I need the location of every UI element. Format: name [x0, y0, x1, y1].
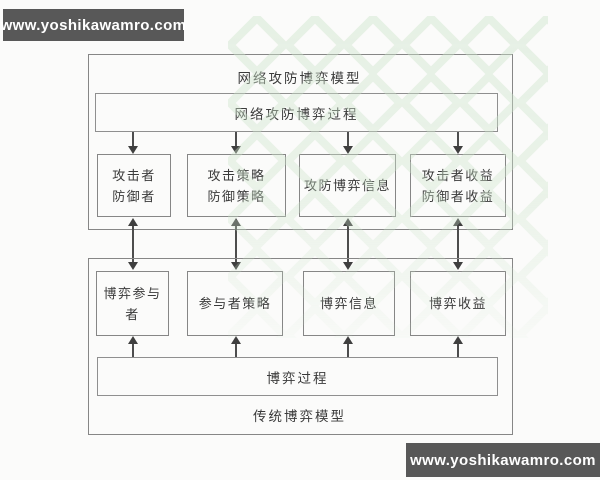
- upper-box-payoffs: 攻击者收益 防御者收益: [410, 154, 506, 217]
- upper-box-players: 攻击者 防御者: [97, 154, 171, 217]
- site-watermark-top-left: www.yoshikawamro.com: [1, 9, 186, 41]
- arrow-bidirectional-4: [457, 226, 459, 262]
- lower-box-information: 博弈信息: [303, 271, 395, 336]
- upper-box-strategies: 攻击策略 防御策略: [187, 154, 286, 217]
- upper-process-box: 网络攻防博弈过程: [95, 93, 498, 132]
- arrow-bidirectional-2: [235, 226, 237, 262]
- upper-model-title: 网络攻防博弈模型: [237, 71, 362, 86]
- arrow-up-4: [457, 344, 459, 357]
- lower-box-players: 博弈参与者: [96, 271, 169, 336]
- upper-box-information: 攻防博弈信息: [299, 154, 396, 217]
- arrow-bidirectional-1: [132, 226, 134, 262]
- arrow-down-3: [347, 132, 349, 146]
- site-watermark-bottom-right: www.yoshikawamro.com: [406, 443, 600, 477]
- lower-box-payoffs: 博弈收益: [410, 271, 506, 336]
- lower-process-box: 博弈过程: [97, 357, 498, 396]
- arrow-down-1: [132, 132, 134, 146]
- arrow-up-2: [235, 344, 237, 357]
- lower-box-strategies: 参与者策略: [187, 271, 283, 336]
- lower-model-title: 传统博弈模型: [253, 409, 346, 424]
- arrow-up-1: [132, 344, 134, 357]
- arrow-bidirectional-3: [347, 226, 349, 262]
- arrow-up-3: [347, 344, 349, 357]
- arrow-down-2: [235, 132, 237, 146]
- arrow-down-4: [457, 132, 459, 146]
